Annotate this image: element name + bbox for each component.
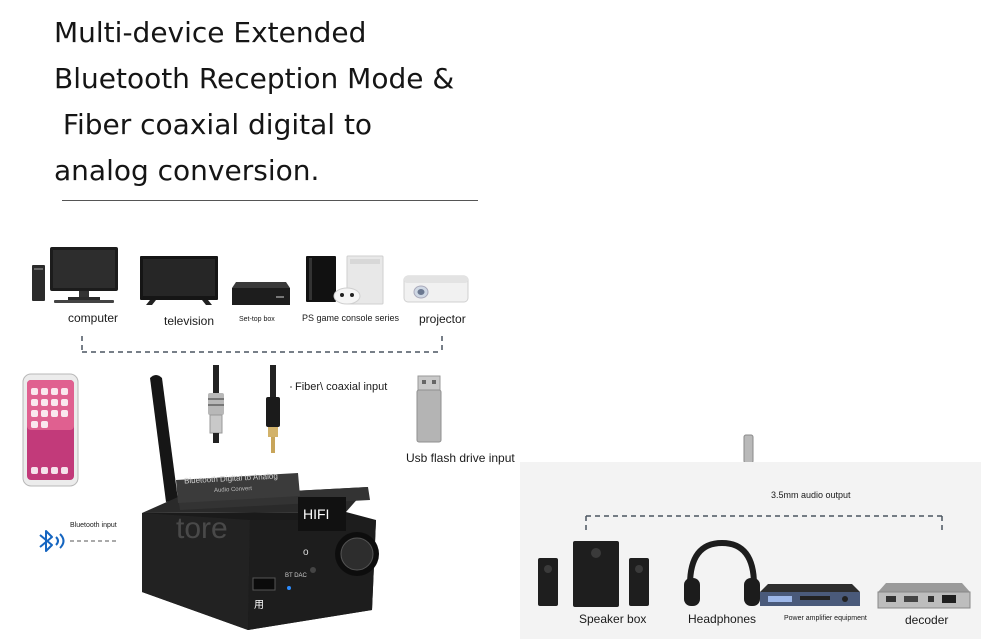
label-decoder: decoder: [905, 613, 948, 627]
label-bluetooth-input: Bluetooth input: [70, 522, 117, 529]
label-projector: projector: [419, 312, 466, 326]
device-o-mark: o: [303, 547, 309, 558]
label-speaker-box: Speaker box: [579, 612, 646, 626]
device-bt-dac-label: BT DAC: [285, 573, 307, 579]
label-power-amplifier: Power amplifier equipment: [784, 615, 867, 622]
speaker-box-icon: [538, 541, 649, 607]
label-audio-output: 3.5mm audio output: [771, 490, 851, 500]
label-computer: computer: [68, 311, 118, 325]
label-headphones: Headphones: [688, 612, 756, 626]
label-usb-input: Usb flash drive input: [406, 451, 515, 465]
output-bracket: [586, 516, 942, 534]
device-port-char: 用: [254, 596, 264, 611]
headphones-icon: [684, 543, 760, 606]
label-set-top-box: Set-top box: [239, 316, 275, 323]
device-watermark: tore: [176, 512, 228, 546]
label-television: television: [164, 314, 214, 328]
power-amplifier-icon: [760, 584, 860, 606]
decoder-icon: [878, 583, 970, 608]
device-hifi-label: HIFI: [303, 506, 329, 522]
label-fiber-coaxial-input: Fiber\ coaxial input: [295, 381, 387, 393]
label-game-console: PS game console series: [302, 313, 399, 323]
